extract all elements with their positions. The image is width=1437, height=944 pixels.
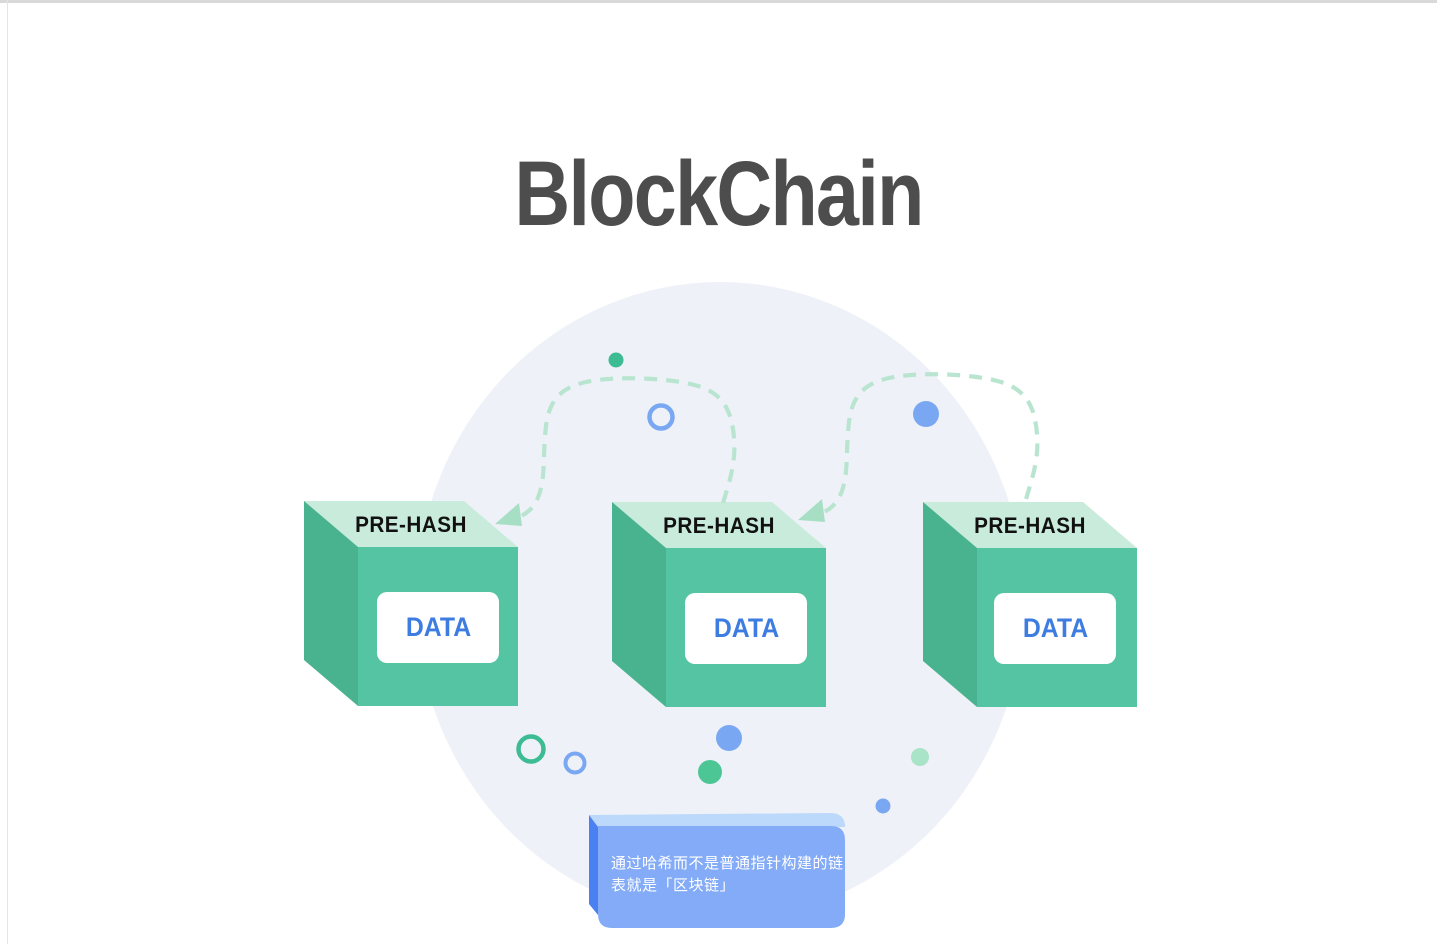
- blue-dot: [716, 725, 742, 751]
- note-front-face: [598, 826, 845, 928]
- blue-ring: [647, 403, 675, 431]
- data-box-1: DATA: [377, 592, 499, 663]
- dashed-curved-arrow-icon: [798, 372, 1040, 522]
- blue-ring-small: [563, 751, 587, 775]
- dashed-curved-arrow-icon: [495, 376, 737, 526]
- page-title: BlockChain: [514, 143, 924, 245]
- cube-top-face: [304, 501, 518, 547]
- cube-left-face: [304, 501, 358, 706]
- pre-hash-label-1: PRE-HASH: [355, 512, 467, 537]
- pre-hash-label-3: PRE-HASH: [974, 513, 1086, 538]
- note-text: 通过哈希而不是普通指针构建的链 表就是「区块链」: [611, 855, 844, 894]
- cube-top-face: [612, 502, 826, 548]
- green-dot: [608, 352, 624, 368]
- cube-top-face: [923, 502, 1137, 548]
- blue-dot: [913, 401, 939, 427]
- cube-left-face: [612, 502, 666, 707]
- data-box-3: DATA: [994, 593, 1116, 664]
- data-box-2: DATA: [685, 593, 807, 664]
- blue-dot-small: [875, 798, 891, 814]
- top-frame-line: [0, 0, 1437, 3]
- left-frame-line: [7, 0, 8, 944]
- data-label-3: DATA: [1022, 613, 1088, 643]
- note-spine: [589, 815, 598, 915]
- green-ring: [516, 734, 546, 764]
- note-card: [589, 813, 845, 928]
- data-label-2: DATA: [713, 613, 779, 643]
- pre-hash-label-2: PRE-HASH: [663, 513, 775, 538]
- mint-dot: [911, 748, 929, 766]
- cube-left-face: [923, 502, 977, 707]
- note-top-face: [589, 813, 845, 827]
- green-dot: [698, 760, 722, 784]
- data-label-1: DATA: [405, 612, 471, 642]
